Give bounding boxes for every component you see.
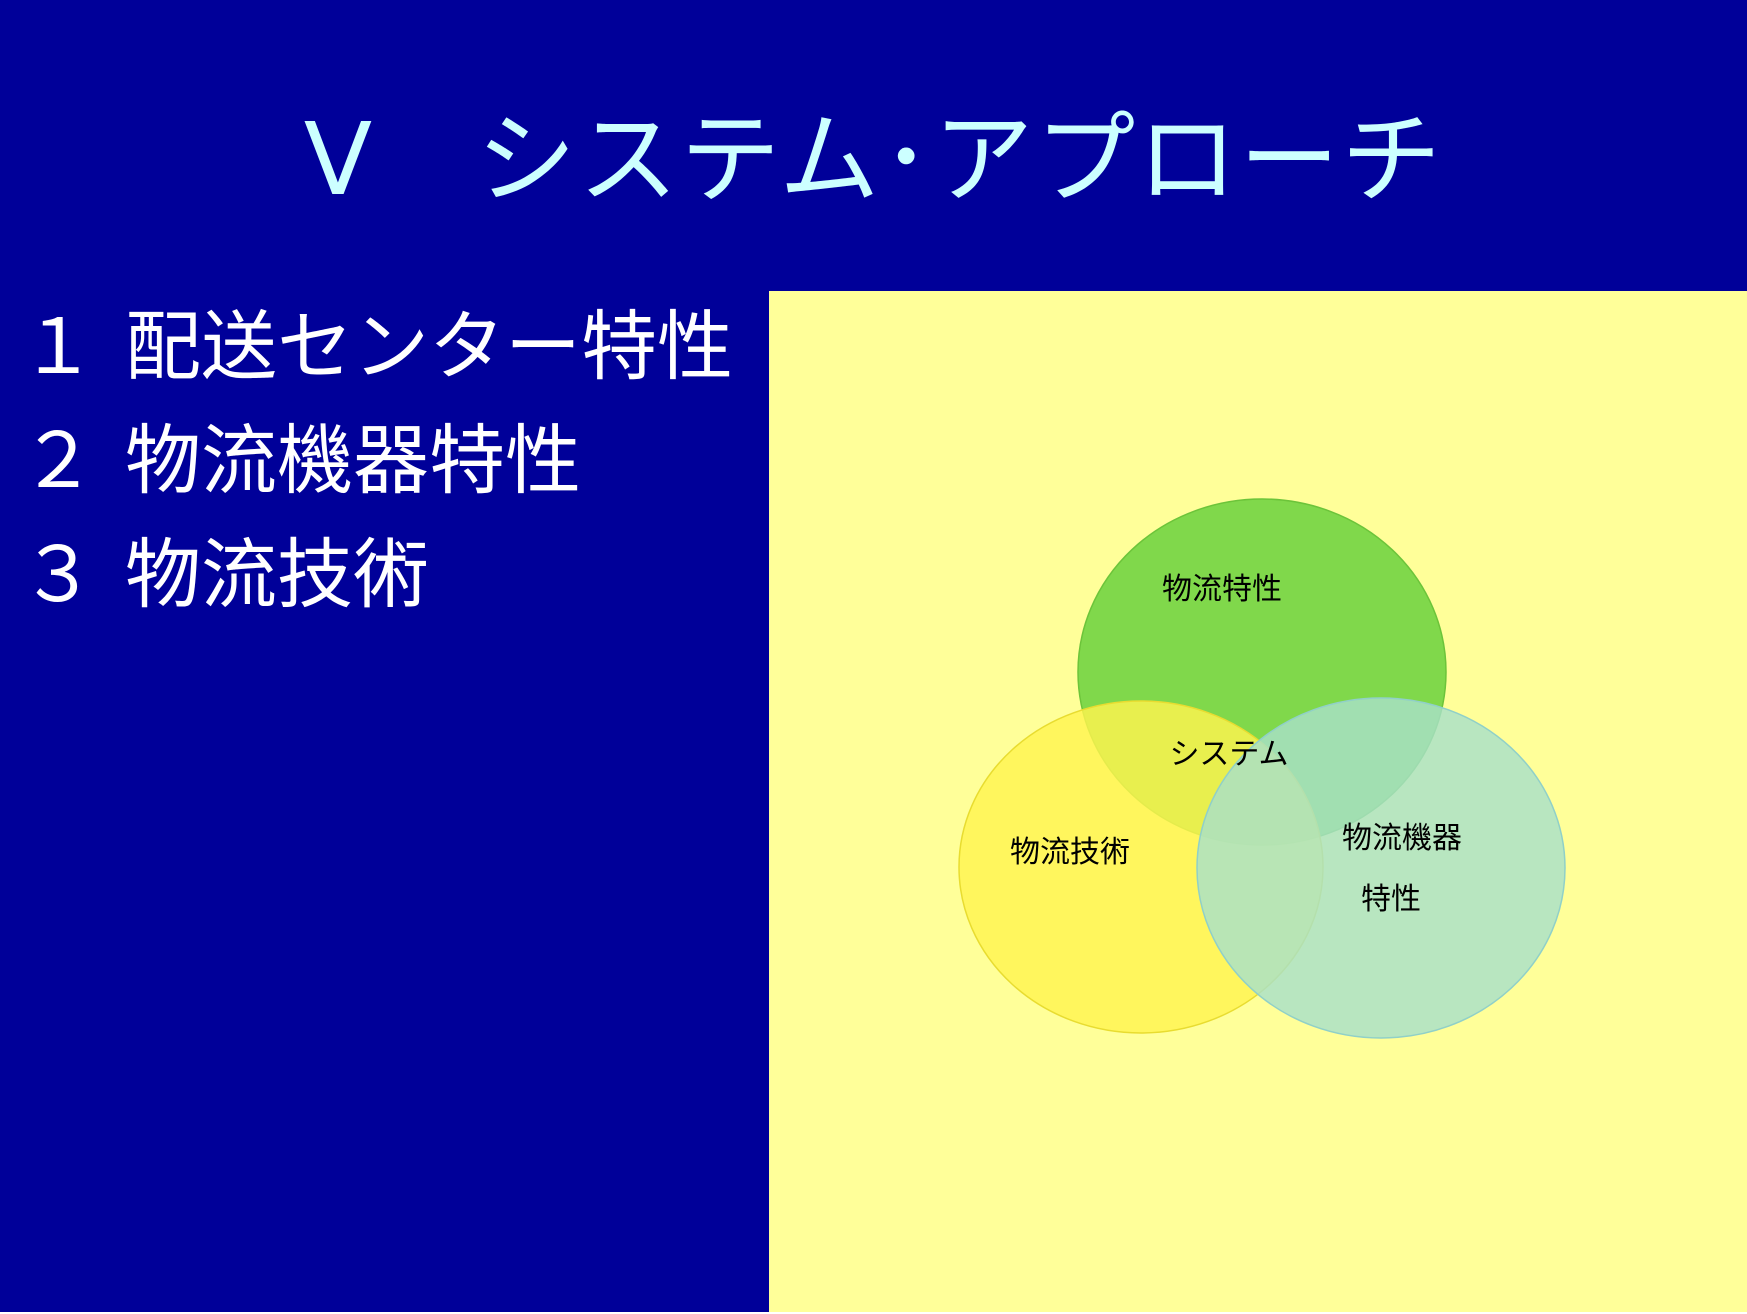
label-logistics-characteristics: 物流特性 <box>1162 572 1282 607</box>
list-item: ２ 物流機器特性 <box>20 404 733 518</box>
label-logistics-equipment-line2: 特性 <box>1361 882 1421 917</box>
label-logistics-technology: 物流技術 <box>1010 835 1130 870</box>
list-item: １ 配送センター特性 <box>20 290 733 404</box>
label-logistics-equipment-line1: 物流機器 <box>1342 821 1462 856</box>
list-item-number: ３ <box>20 530 96 619</box>
list-item-number: １ <box>20 302 96 391</box>
list-item-label: 配送センター特性 <box>125 302 733 391</box>
list-item-number: ２ <box>20 416 96 505</box>
list-item-label: 物流技術 <box>125 530 429 619</box>
diagram-panel: 物流特性 システム 物流技術 物流機器 特性 <box>769 291 1747 1312</box>
list-item-label: 物流機器特性 <box>125 416 581 505</box>
slide-title: Ⅴ システム･アプローチ <box>303 101 1444 218</box>
label-system: システム <box>1169 737 1288 772</box>
circle-logistics-equipment <box>1196 697 1566 1039</box>
venn-diagram: 物流特性 システム 物流技術 物流機器 特性 <box>958 498 1566 1039</box>
topic-list: １ 配送センター特性 ２ 物流機器特性 ３ 物流技術 <box>20 290 733 632</box>
list-item: ３ 物流技術 <box>20 518 733 632</box>
